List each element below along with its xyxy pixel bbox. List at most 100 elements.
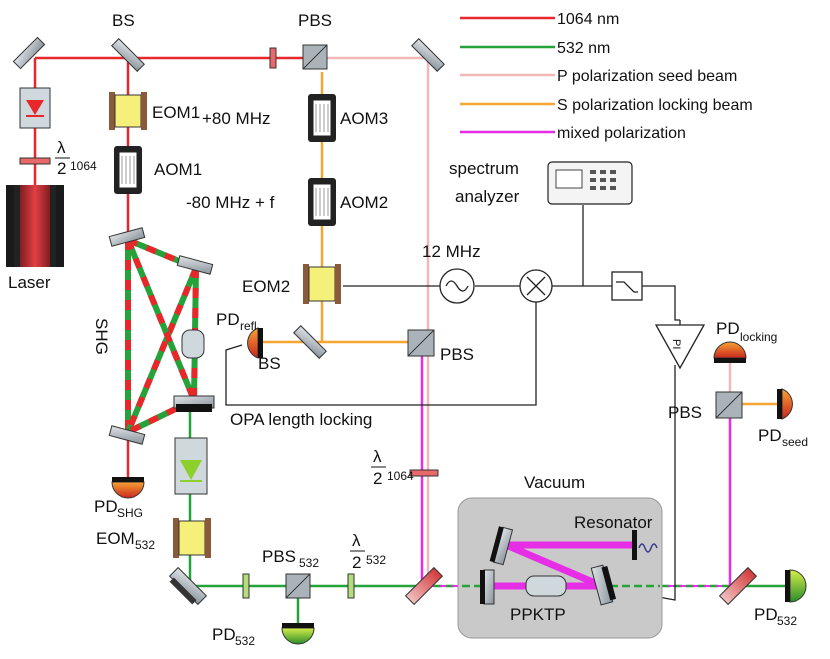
shg-crystal bbox=[181, 329, 205, 359]
legend-label-1064: 1064 nm bbox=[557, 11, 619, 28]
label-pd-shg-sub: SHG bbox=[117, 506, 143, 520]
isolator-green bbox=[174, 437, 208, 495]
shg-mirror-top-left bbox=[108, 227, 146, 247]
dichroic-mirror-left bbox=[404, 566, 444, 606]
dichroic-mirror-right bbox=[718, 566, 758, 606]
svg-text:λ: λ bbox=[352, 531, 361, 550]
label-spectrum-1: spectrum bbox=[449, 159, 519, 178]
aom1 bbox=[114, 146, 142, 194]
pbs-right bbox=[715, 391, 743, 419]
svg-text:532: 532 bbox=[366, 553, 386, 567]
label-pd532-right-sub: 532 bbox=[777, 614, 797, 628]
label-pd-seed-sub: seed bbox=[782, 435, 808, 449]
eom2 bbox=[303, 264, 341, 304]
isolator-laser bbox=[19, 87, 51, 129]
resonator bbox=[632, 530, 658, 560]
spectrum-analyzer bbox=[547, 161, 633, 205]
pd-532-left bbox=[281, 623, 315, 645]
label-pbs-mid: PBS bbox=[440, 345, 474, 364]
eom532 bbox=[173, 518, 211, 558]
label-pd-locking-sub: locking bbox=[740, 330, 777, 344]
label-pd-seed: PD bbox=[758, 426, 782, 445]
aom2 bbox=[308, 178, 336, 226]
waveplate-green-2 bbox=[347, 573, 355, 599]
pd-locking bbox=[713, 341, 747, 363]
pd-532-right bbox=[785, 569, 807, 603]
label-pd532-left-sub: 532 bbox=[235, 634, 255, 648]
label-aom2-freq: -80 MHz + f bbox=[186, 193, 275, 212]
label-eom1: EOM1 bbox=[152, 103, 200, 122]
label-pd-shg: PD bbox=[94, 497, 118, 516]
label-eom2: EOM2 bbox=[242, 277, 290, 296]
label-hw-532: λ 2 532 bbox=[350, 531, 386, 572]
waveplate-top-line bbox=[269, 47, 277, 69]
label-aom1: AOM1 bbox=[154, 160, 202, 179]
ppktp-crystal bbox=[525, 575, 567, 597]
pbs-top bbox=[302, 44, 328, 70]
label-pd-locking: PD bbox=[716, 319, 740, 338]
pd-shg bbox=[111, 477, 145, 499]
label-spectrum-2: analyzer bbox=[455, 187, 520, 206]
label-aom3-freq: +80 MHz bbox=[202, 109, 271, 128]
label-pd-refl: PD bbox=[216, 310, 240, 329]
pd-refl bbox=[247, 327, 263, 359]
label-pbs532-sub: 532 bbox=[299, 556, 319, 570]
label-aom2: AOM2 bbox=[340, 193, 388, 212]
svg-text:2: 2 bbox=[57, 159, 66, 178]
low-pass-filter bbox=[611, 271, 643, 301]
shg-mirror-bottom-right bbox=[173, 395, 215, 412]
label-laser: Laser bbox=[8, 273, 51, 292]
svg-text:2: 2 bbox=[373, 469, 382, 488]
opa-mirror-left bbox=[480, 569, 495, 605]
mirror-top-left bbox=[12, 36, 46, 70]
eom1 bbox=[109, 92, 147, 130]
legend-label-seed: P polarization seed beam bbox=[557, 68, 737, 85]
pbs532 bbox=[285, 573, 311, 599]
label-eom532: EOM bbox=[96, 529, 135, 548]
waveplate-green-1 bbox=[242, 573, 250, 599]
svg-text:1064: 1064 bbox=[387, 469, 414, 483]
label-eom532-sub: 532 bbox=[135, 538, 155, 552]
oscillator bbox=[439, 268, 475, 304]
legend-label-mixed: mixed polarization bbox=[557, 125, 686, 142]
shg-mirror-bottom-left bbox=[108, 425, 146, 445]
label-pd532-right: PD bbox=[754, 605, 778, 624]
label-pbs532: PBS bbox=[262, 547, 296, 566]
mirror-top-right bbox=[411, 38, 445, 72]
label-bs-top: BS bbox=[112, 11, 135, 30]
svg-text:λ: λ bbox=[57, 138, 66, 157]
opa-mirror-top bbox=[489, 526, 514, 566]
label-vacuum: Vacuum bbox=[524, 473, 585, 492]
svg-text:2: 2 bbox=[352, 553, 361, 572]
label-pbs-top: PBS bbox=[298, 11, 332, 30]
legend: 1064 nm 532 nm P polarization seed beam … bbox=[460, 11, 753, 142]
label-osc-freq: 12 MHz bbox=[422, 242, 481, 261]
shg-mirror-top-right bbox=[176, 255, 214, 275]
svg-text:PI: PI bbox=[670, 339, 682, 349]
mixer bbox=[519, 269, 553, 303]
label-shg: SHG bbox=[92, 318, 111, 355]
label-aom3: AOM3 bbox=[340, 109, 388, 128]
legend-label-532: 532 nm bbox=[557, 40, 610, 57]
waveplate-laser bbox=[19, 157, 51, 165]
mirror-bottom-left bbox=[168, 566, 208, 606]
label-hw-1064-mid: λ 2 1064 bbox=[371, 447, 414, 488]
beam-splitter-mid bbox=[293, 325, 327, 359]
pbs-mid bbox=[407, 329, 435, 357]
label-pd532-left: PD bbox=[212, 625, 236, 644]
label-resonator: Resonator bbox=[574, 513, 653, 532]
opa-mirror-right bbox=[590, 564, 617, 606]
svg-text:1064: 1064 bbox=[70, 159, 97, 173]
beam-splitter-top bbox=[111, 38, 145, 72]
label-ppktp: PPKTP bbox=[510, 605, 566, 624]
legend-label-lock: S polarization locking beam bbox=[557, 97, 753, 114]
label-pd-refl-sub: refl bbox=[240, 319, 257, 333]
label-pbs-right: PBS bbox=[668, 403, 702, 422]
waveplate-mixed bbox=[409, 469, 439, 477]
aom3 bbox=[308, 94, 336, 142]
svg-text:λ: λ bbox=[373, 447, 382, 466]
laser bbox=[6, 185, 64, 267]
labels: BS PBS Laser EOM1 AOM1 +80 MHz AOM3 -80 … bbox=[8, 11, 808, 648]
label-opa-locking: OPA length locking bbox=[230, 410, 372, 429]
